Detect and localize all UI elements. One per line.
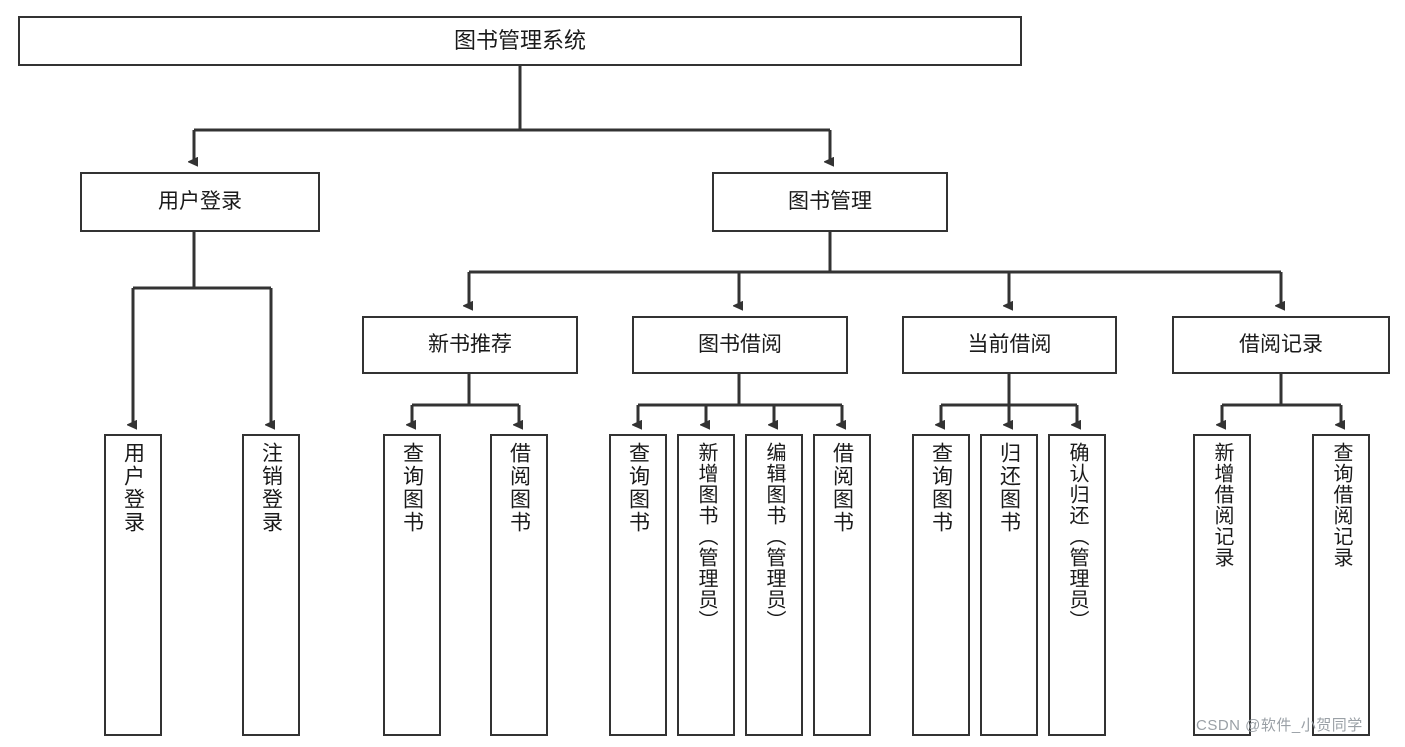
- node-book-manage-label: 图书管理: [788, 189, 872, 213]
- node-current-borrow[interactable]: 当前借阅: [902, 316, 1117, 374]
- node-borrow-record[interactable]: 借阅记录: [1172, 316, 1390, 374]
- node-user-login-label: 用户登录: [158, 189, 242, 213]
- node-borrow-record-label: 借阅记录: [1239, 332, 1323, 356]
- watermark: CSDN @软件_小贺同学: [1196, 717, 1363, 734]
- node-leaf-return-book-label: 归还图书: [997, 442, 1021, 534]
- node-book-borrow[interactable]: 图书借阅: [632, 316, 848, 374]
- node-leaf-confirm-return[interactable]: 确认归还（管理员）: [1048, 434, 1106, 736]
- node-leaf-user-login[interactable]: 用户登录: [104, 434, 162, 736]
- node-leaf-query-book-2[interactable]: 查询图书: [609, 434, 667, 736]
- node-leaf-user-login-label: 用户登录: [121, 442, 145, 534]
- node-leaf-query-record[interactable]: 查询借阅记录: [1312, 434, 1370, 736]
- node-leaf-return-book[interactable]: 归还图书: [980, 434, 1038, 736]
- node-leaf-query-book-1[interactable]: 查询图书: [383, 434, 441, 736]
- node-leaf-add-book-label: 新增图书（管理员）: [695, 442, 717, 631]
- node-leaf-add-record-label: 新增借阅记录: [1211, 442, 1233, 568]
- node-leaf-borrow-book-2-label: 借阅图书: [830, 442, 854, 534]
- node-leaf-query-book-1-label: 查询图书: [400, 442, 424, 534]
- node-current-borrow-label: 当前借阅: [967, 332, 1052, 356]
- node-leaf-logout-label: 注销登录: [259, 442, 283, 534]
- node-user-login[interactable]: 用户登录: [80, 172, 320, 232]
- node-leaf-add-record[interactable]: 新增借阅记录: [1193, 434, 1251, 736]
- node-leaf-logout[interactable]: 注销登录: [242, 434, 300, 736]
- node-leaf-borrow-book-2[interactable]: 借阅图书: [813, 434, 871, 736]
- node-root-label: 图书管理系统: [453, 28, 586, 54]
- node-leaf-query-record-label: 查询借阅记录: [1330, 442, 1352, 568]
- node-leaf-borrow-book-1-label: 借阅图书: [507, 442, 531, 534]
- node-leaf-query-book-3-label: 查询图书: [929, 442, 953, 534]
- node-leaf-confirm-return-label: 确认归还（管理员）: [1066, 442, 1088, 631]
- node-leaf-borrow-book-1[interactable]: 借阅图书: [490, 434, 548, 736]
- node-book-manage[interactable]: 图书管理: [712, 172, 948, 232]
- node-book-borrow-label: 图书借阅: [698, 332, 782, 356]
- node-leaf-edit-book-label: 编辑图书（管理员）: [763, 442, 785, 631]
- node-new-book-rec[interactable]: 新书推荐: [362, 316, 578, 374]
- node-leaf-edit-book[interactable]: 编辑图书（管理员）: [745, 434, 803, 736]
- node-leaf-add-book[interactable]: 新增图书（管理员）: [677, 434, 735, 736]
- node-new-book-rec-label: 新书推荐: [428, 332, 512, 356]
- node-leaf-query-book-3[interactable]: 查询图书: [912, 434, 970, 736]
- node-root[interactable]: 图书管理系统: [18, 16, 1022, 66]
- node-leaf-query-book-2-label: 查询图书: [626, 442, 650, 534]
